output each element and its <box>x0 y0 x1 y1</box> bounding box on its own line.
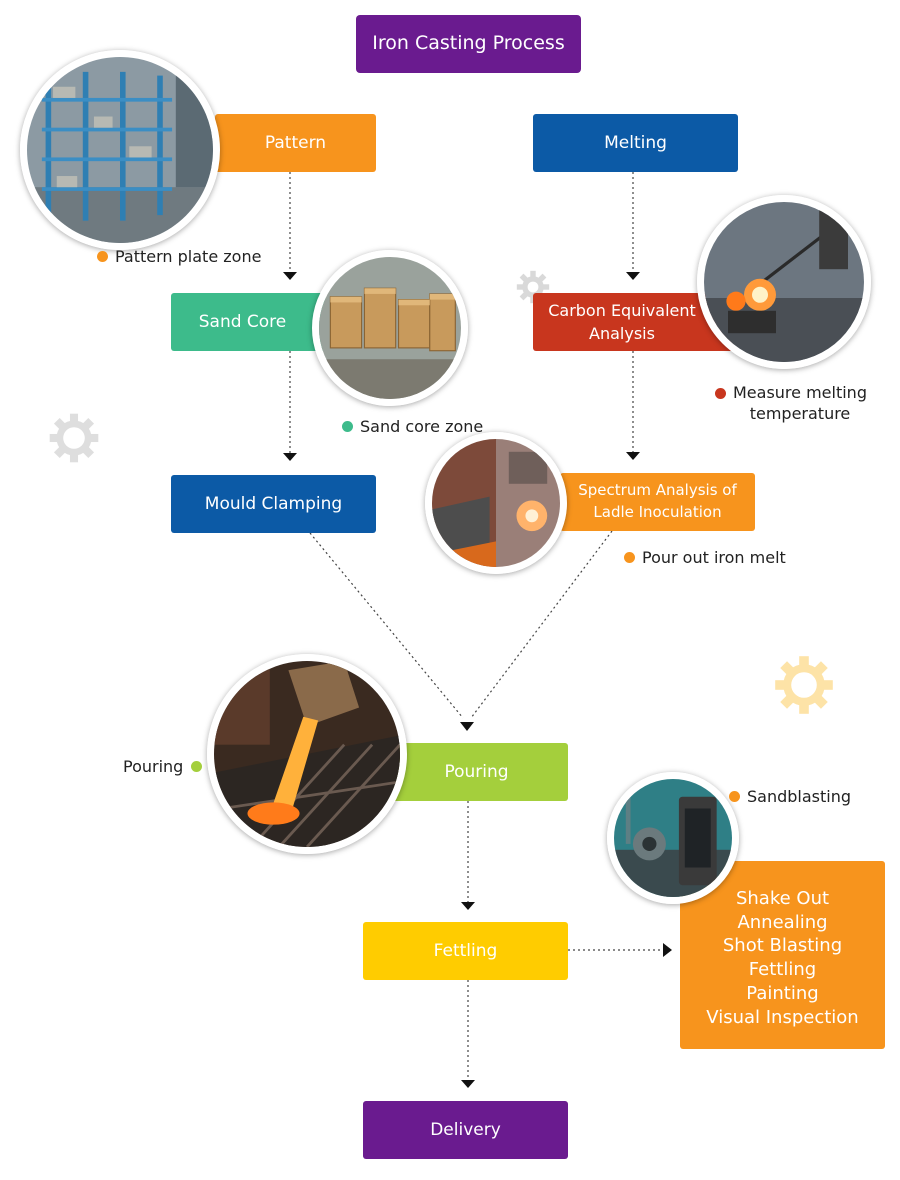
caption-text: Pattern plate zone <box>115 247 262 266</box>
fettling-detail-item: Painting <box>746 982 819 1004</box>
arrow-down-icon <box>283 272 297 280</box>
sand-core-photo <box>312 250 468 406</box>
gear-icon <box>49 413 99 463</box>
fettling-detail-item: Fettling <box>748 959 817 980</box>
bullet-dot <box>97 251 108 262</box>
caption-pouring: Pouring <box>123 757 203 776</box>
step-fettling: Fettling <box>363 922 568 980</box>
page-title: Iron Casting Process <box>356 15 581 73</box>
pattern-shelving-photo <box>20 50 220 250</box>
caption-text: temperature <box>749 403 851 423</box>
fettling-detail-item: Visual Inspection <box>706 1006 859 1028</box>
step-carbon-line-2: Analysis <box>589 324 655 343</box>
step-spectrum-analysis: Spectrum Analysis of Ladle Inoculation <box>560 473 755 531</box>
pouring-photo <box>207 654 407 854</box>
step-delivery: Delivery <box>363 1101 568 1159</box>
caption-sandblasting: Sandblasting <box>729 787 851 806</box>
bullet-dot <box>342 421 353 432</box>
arrow-down-icon <box>461 902 475 910</box>
caption-sand-core-zone: Sand core zone <box>342 417 483 436</box>
arrow-right-icon <box>663 943 672 957</box>
caption-text: Measure melting <box>733 383 867 402</box>
fettling-detail-item: Shot Blasting <box>722 935 843 957</box>
gear-icon <box>775 656 833 714</box>
arrow-down-icon <box>283 453 297 461</box>
sandblasting-photo <box>607 772 739 904</box>
caption-measure-melting: Measure melting temperature <box>715 383 867 425</box>
step-pattern: Pattern <box>215 114 376 172</box>
iron-melt-photo <box>425 432 567 574</box>
step-spectrum-line-1: Spectrum Analysis of <box>578 481 737 500</box>
step-spectrum-line-2: Ladle Inoculation <box>593 503 722 521</box>
bullet-dot <box>729 791 740 802</box>
step-mould-clamping: Mould Clamping <box>171 475 376 533</box>
fettling-detail-item: Annealing <box>737 911 828 933</box>
arrow-down-icon <box>460 722 474 731</box>
step-pouring: Pouring <box>385 743 568 801</box>
fettling-detail-item: Shake Out <box>735 887 830 909</box>
arrow-down-icon <box>626 272 640 280</box>
caption-text: Pouring <box>123 757 184 776</box>
step-melting: Melting <box>533 114 738 172</box>
molten-metal-photo <box>697 195 871 369</box>
bullet-dot <box>624 552 635 563</box>
bullet-dot <box>191 761 203 772</box>
arrow-down-icon <box>461 1080 475 1088</box>
caption-text: Pour out iron melt <box>642 548 786 567</box>
bullet-dot <box>715 388 726 399</box>
step-carbon-line-1: Carbon Equivalent <box>548 300 696 320</box>
fettling-details: Shake Out Annealing Shot Blasting Fettli… <box>680 861 885 1049</box>
arrow-down-icon <box>626 452 640 460</box>
caption-pour-out-iron-melt: Pour out iron melt <box>624 548 786 567</box>
step-sand-core: Sand Core <box>171 293 326 351</box>
caption-pattern-plate-zone: Pattern plate zone <box>97 247 261 266</box>
caption-text: Sandblasting <box>747 787 852 806</box>
caption-text: Sand core zone <box>360 417 484 436</box>
